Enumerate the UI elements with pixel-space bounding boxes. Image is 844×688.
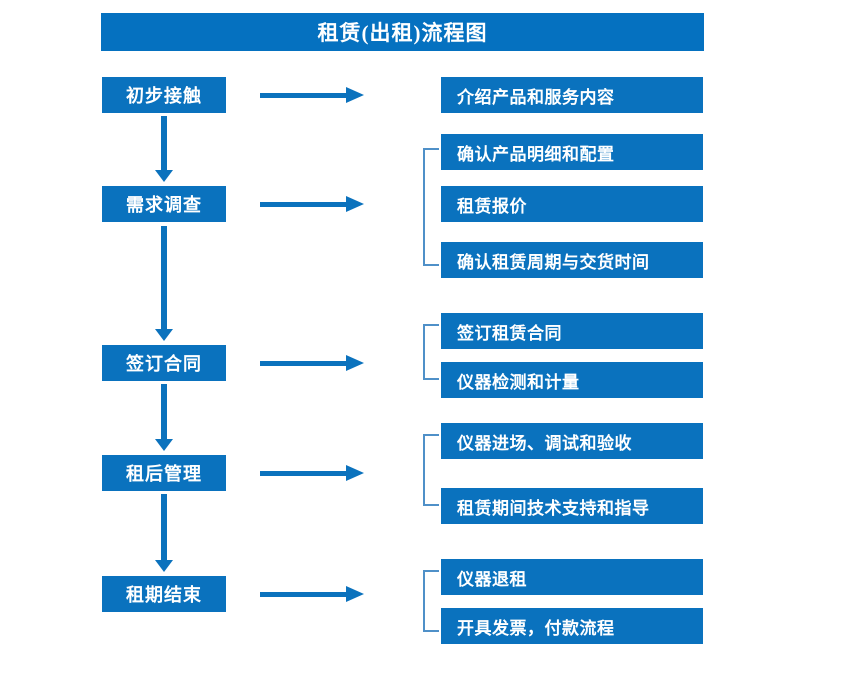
arrow-head-icon [346, 586, 364, 602]
stage-box-签订合同[interactable]: 签订合同 [102, 345, 226, 381]
group-bracket-需求调查 [423, 148, 439, 266]
group-bracket-租后管理 [423, 434, 439, 506]
arrow-shaft [161, 384, 167, 439]
arrow-head-icon [155, 439, 173, 451]
arrow-shaft [260, 93, 348, 98]
arrow-head-icon [155, 170, 173, 182]
horizontal-arrow-2 [260, 196, 364, 212]
arrow-shaft [260, 592, 348, 597]
arrow-shaft [161, 494, 167, 560]
vertical-arrow-1 [155, 116, 173, 184]
horizontal-arrow-5 [260, 586, 364, 602]
stage-box-租期结束[interactable]: 租期结束 [102, 576, 226, 612]
vertical-arrow-2 [155, 226, 173, 343]
vertical-arrow-4 [155, 494, 173, 574]
detail-box-租赁期间技术支持和指导[interactable]: 租赁期间技术支持和指导 [441, 488, 703, 524]
detail-box-确认租赁周期与交货时间[interactable]: 确认租赁周期与交货时间 [441, 242, 703, 278]
arrow-head-icon [346, 87, 364, 103]
stage-box-初步接触[interactable]: 初步接触 [102, 77, 226, 113]
horizontal-arrow-1 [260, 87, 364, 103]
group-bracket-签订合同 [423, 324, 439, 380]
stage-box-需求调查[interactable]: 需求调查 [102, 186, 226, 222]
detail-box-仪器进场调试和验收[interactable]: 仪器进场、调试和验收 [441, 423, 703, 459]
horizontal-arrow-4 [260, 465, 364, 481]
arrow-head-icon [346, 196, 364, 212]
arrow-shaft [260, 361, 348, 366]
arrow-shaft [260, 471, 348, 476]
group-bracket-租期结束 [423, 570, 439, 632]
vertical-arrow-3 [155, 384, 173, 453]
arrow-head-icon [155, 329, 173, 341]
detail-box-租赁报价[interactable]: 租赁报价 [441, 186, 703, 222]
arrow-head-icon [346, 465, 364, 481]
stage-box-租后管理[interactable]: 租后管理 [102, 455, 226, 491]
arrow-shaft [260, 202, 348, 207]
detail-box-介绍产品和服务内容[interactable]: 介绍产品和服务内容 [441, 77, 703, 113]
detail-box-仪器退租[interactable]: 仪器退租 [441, 559, 703, 595]
detail-box-签订租赁合同[interactable]: 签订租赁合同 [441, 313, 703, 349]
arrow-head-icon [155, 560, 173, 572]
arrow-shaft [161, 116, 167, 170]
arrow-head-icon [346, 355, 364, 371]
detail-box-开具发票付款流程[interactable]: 开具发票，付款流程 [441, 608, 703, 644]
detail-box-仪器检测和计量[interactable]: 仪器检测和计量 [441, 362, 703, 398]
detail-box-确认产品明细和配置[interactable]: 确认产品明细和配置 [441, 134, 703, 170]
horizontal-arrow-3 [260, 355, 364, 371]
arrow-shaft [161, 226, 167, 329]
diagram-title: 租赁(出租)流程图 [101, 13, 704, 51]
